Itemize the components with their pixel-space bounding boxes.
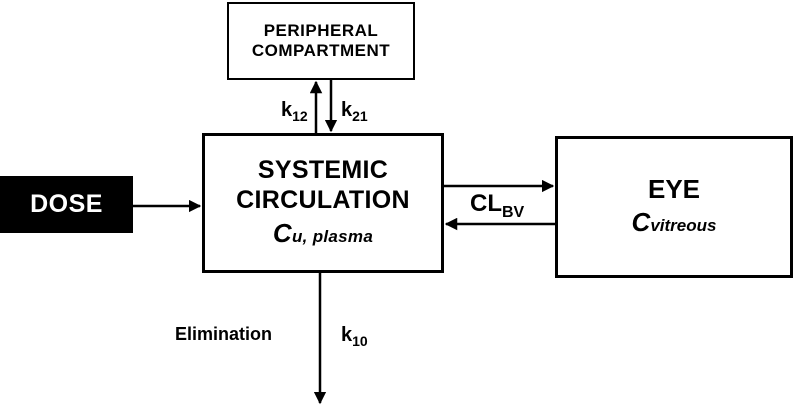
systemic-concentration: Cu, plasma <box>273 218 373 252</box>
peripheral-label-line2: COMPARTMENT <box>251 41 391 60</box>
systemic-label-line2: CIRCULATION <box>236 185 410 214</box>
eye-concentration: Cvitreous <box>632 207 717 241</box>
dose-box: DOSE <box>0 176 133 233</box>
rate-k10-main: k <box>341 324 353 346</box>
rate-k12-label: k12 <box>281 99 308 124</box>
systemic-label-line1: SYSTEMIC <box>257 155 389 184</box>
eye-label: EYE <box>647 173 701 204</box>
peripheral-label-line1: PERIPHERAL <box>263 21 379 40</box>
rate-k10-label: k10 <box>341 324 368 349</box>
rate-clbv-sub: BV <box>502 204 525 221</box>
elimination-label: Elimination <box>175 324 273 344</box>
rate-clbv-main: CL <box>470 190 502 217</box>
eye-compartment-box: EYE Cvitreous <box>555 136 793 278</box>
systemic-conc-symbol: C <box>272 217 292 248</box>
rate-k21-label: k21 <box>341 99 368 124</box>
peripheral-compartment-box: PERIPHERAL COMPARTMENT <box>227 2 415 80</box>
eye-conc-subscript: vitreous <box>650 215 717 235</box>
rate-clbv-label: CLBV <box>470 190 524 222</box>
systemic-conc-subscript: u, plasma <box>291 226 374 246</box>
eye-conc-symbol: C <box>631 206 651 237</box>
systemic-circulation-box: SYSTEMIC CIRCULATION Cu, plasma <box>202 133 444 273</box>
dose-label: DOSE <box>30 190 103 218</box>
rate-k10-sub: 10 <box>352 333 368 349</box>
rate-k12-sub: 12 <box>292 108 308 124</box>
rate-k21-sub: 21 <box>352 108 368 124</box>
rate-k21-main: k <box>341 99 353 121</box>
rate-k12-main: k <box>281 99 293 121</box>
